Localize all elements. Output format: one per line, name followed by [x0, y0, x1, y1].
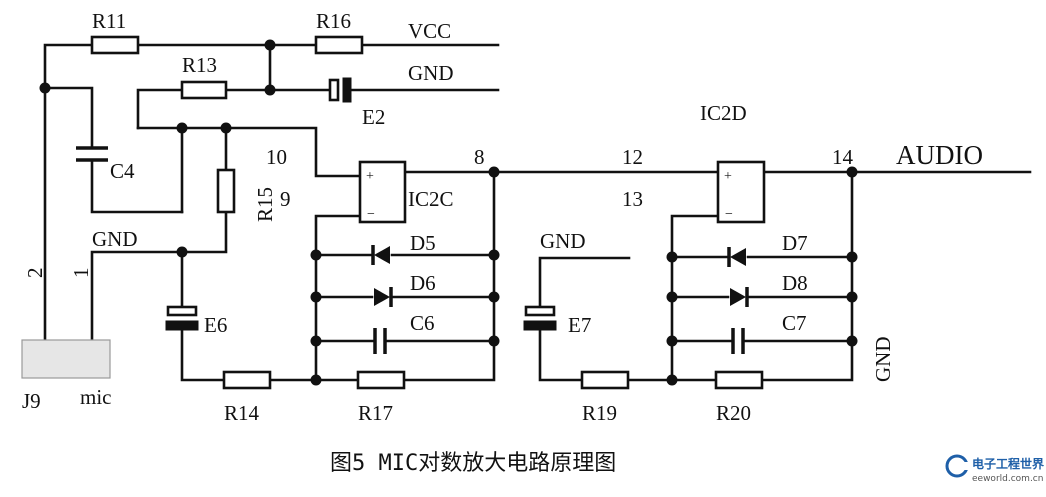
junction: [846, 166, 858, 178]
label-d6: D6: [410, 271, 436, 295]
label-r14: R14: [224, 401, 260, 425]
svg-text:−: −: [725, 207, 733, 222]
svg-text:−: −: [367, 207, 375, 222]
junction: [176, 122, 188, 134]
pin-13: 13: [622, 187, 643, 211]
junction: [488, 249, 500, 261]
label-gnd-left: GND: [92, 227, 138, 251]
junction: [666, 291, 678, 303]
junction: [488, 291, 500, 303]
diode-d8: [730, 287, 749, 307]
junction: [846, 291, 858, 303]
junction: [488, 335, 500, 347]
junction: [846, 335, 858, 347]
label-gnd-top: GND: [408, 61, 454, 85]
label-r17: R17: [358, 401, 393, 425]
pin-12: 12: [622, 145, 643, 169]
pin-8: 8: [474, 145, 485, 169]
watermark-url: eeworld.com.cn: [972, 474, 1043, 484]
opamp-ic2c: + −: [358, 160, 407, 224]
capacitor-c7: [731, 328, 745, 354]
junction: [310, 249, 322, 261]
label-gnd-right: GND: [871, 337, 895, 383]
label-ic2d: IC2D: [700, 101, 747, 125]
label-d5: D5: [410, 231, 436, 255]
label-gnd-mid: GND: [540, 229, 586, 253]
junction: [846, 251, 858, 263]
label-r16: R16: [316, 9, 351, 33]
watermark: 电子工程世界 eeworld.com.cn: [945, 454, 1044, 484]
label-e2: E2: [362, 105, 385, 129]
label-r15: R15: [253, 187, 277, 222]
label-audio: AUDIO: [896, 140, 983, 170]
label-j9: J9: [22, 389, 41, 413]
mic-jack-j9: [21, 339, 111, 379]
label-r13: R13: [182, 53, 217, 77]
junction: [310, 374, 322, 386]
pin-9: 9: [280, 187, 291, 211]
svg-text:+: +: [366, 169, 374, 184]
opamp-ic2d: + −: [716, 160, 766, 224]
label-c4: C4: [110, 159, 135, 183]
junction: [488, 166, 500, 178]
label-mic: mic: [80, 385, 112, 409]
label-c6: C6: [410, 311, 435, 335]
pin-2: 2: [23, 268, 47, 279]
electrolytic-capacitor-e2: [328, 77, 352, 103]
junction: [310, 291, 322, 303]
junction: [310, 335, 322, 347]
junction: [264, 84, 276, 96]
resistor-r19: [580, 370, 630, 390]
label-r20: R20: [716, 401, 751, 425]
resistor-r17: [356, 370, 406, 390]
watermark-title: 电子工程世界: [972, 456, 1044, 471]
resistor-r13: [180, 80, 228, 100]
resistor-r14: [222, 370, 272, 390]
component-labels: R11 R16 VCC R13 GND E2 C4 R15 10 9 IC2C …: [22, 9, 983, 425]
resistor-r11: [90, 35, 140, 55]
eeworld-logo-icon: [945, 454, 969, 478]
diode-d6: [374, 287, 393, 307]
diode-d7: [727, 247, 746, 267]
junction: [176, 246, 188, 258]
pin-1: 1: [69, 268, 93, 279]
label-vcc: VCC: [408, 19, 451, 43]
junction: [666, 335, 678, 347]
junction: [666, 374, 678, 386]
diode-d5: [371, 245, 390, 265]
label-ic2c: IC2C: [408, 187, 454, 211]
junction: [666, 251, 678, 263]
label-d7: D7: [782, 231, 808, 255]
label-r11: R11: [92, 9, 126, 33]
pin-10: 10: [266, 145, 287, 169]
junction: [39, 82, 51, 94]
svg-text:+: +: [724, 169, 732, 184]
capacitor-c4: [76, 146, 108, 162]
junction: [264, 39, 276, 51]
label-e7: E7: [568, 313, 591, 337]
pin-14: 14: [832, 145, 854, 169]
figure-caption: 图5 MIC对数放大电路原理图: [330, 451, 616, 476]
label-e6: E6: [204, 313, 227, 337]
electrolytic-capacitor-e7: [523, 305, 557, 331]
label-r19: R19: [582, 401, 617, 425]
label-d8: D8: [782, 271, 808, 295]
resistor-r15: [216, 168, 236, 214]
capacitor-c6: [373, 328, 387, 354]
junction: [220, 122, 232, 134]
electrolytic-capacitor-e6: [165, 305, 199, 331]
resistor-r20: [714, 370, 764, 390]
label-c7: C7: [782, 311, 807, 335]
resistor-r16: [314, 35, 364, 55]
junctions: [39, 39, 858, 386]
